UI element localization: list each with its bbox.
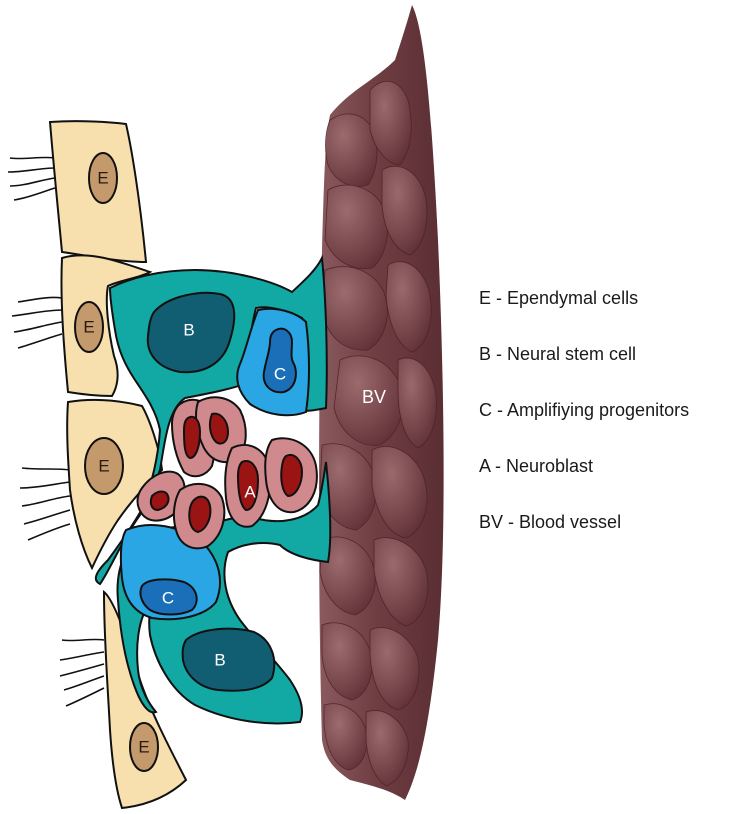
blood-vessel: BV (319, 5, 444, 800)
neuroblast-label: A (244, 483, 256, 502)
ependymal-label: E (97, 169, 108, 188)
stem-cell-label: B (183, 321, 194, 340)
progenitor-label: C (274, 365, 286, 384)
legend-item-neuroblast: A - Neuroblast (479, 452, 689, 480)
legend-item-progenitors: C - Amplifiying progenitors (479, 396, 689, 424)
legend: E - Ependymal cells B - Neural stem cell… (479, 284, 689, 564)
ependymal-cells (50, 121, 186, 808)
stem-cell-label: B (214, 651, 225, 670)
legend-item-stem-cell: B - Neural stem cell (479, 340, 689, 368)
progenitor-label: C (162, 589, 174, 608)
ependymal-label: E (138, 738, 149, 757)
ependymal-label: E (83, 318, 94, 337)
legend-item-ependymal: E - Ependymal cells (479, 284, 689, 312)
neuroblast-nucleus (184, 417, 200, 458)
vessel-label: BV (362, 387, 386, 407)
stem-cell-nucleus-lower (183, 629, 275, 691)
ependymal-label: E (98, 457, 109, 476)
legend-item-blood-vessel: BV - Blood vessel (479, 508, 689, 536)
